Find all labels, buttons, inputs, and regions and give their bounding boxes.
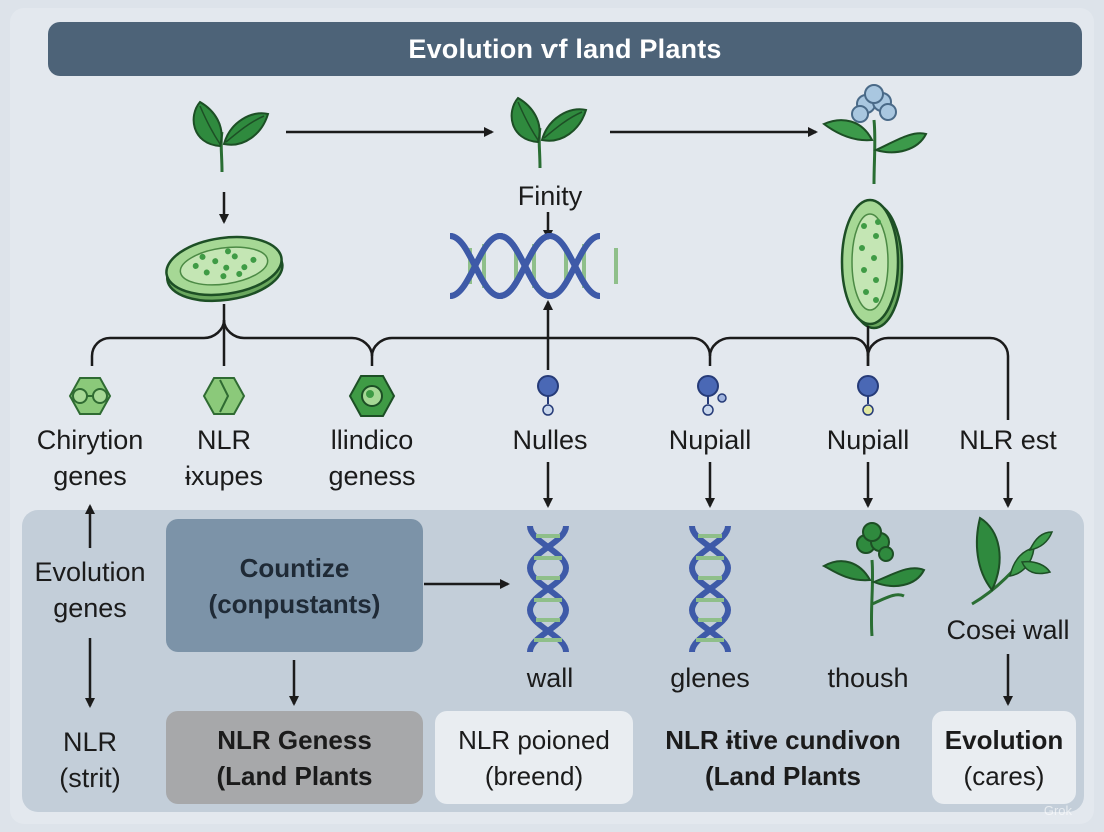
nlr-poioned-line1: NLR poioned: [458, 724, 610, 755]
cell-icon: [840, 198, 904, 330]
row-label-3-line1: llindico: [330, 425, 414, 455]
evolution-cares-line2: (cares): [963, 760, 1045, 791]
row-label-6: Nupiall: [826, 425, 910, 455]
countize-box: Countize (conpustants): [166, 519, 423, 652]
nlr-strit-label: NLR (strit): [59, 724, 120, 796]
evolution-genes-line1: Evolution: [34, 557, 146, 587]
thoush-label: thoush: [827, 663, 909, 693]
row-label-3-line2: geness: [328, 461, 416, 491]
hexagon-icon: [68, 377, 112, 415]
dna-icon: [450, 236, 618, 296]
row-label-1-line2: genes: [53, 461, 127, 491]
row-label-4: Nulles: [512, 425, 588, 455]
countize-line2: (conpustants): [208, 588, 381, 619]
countize-line1: Countize: [239, 552, 350, 583]
nlr-geness-line2: (Land Plants: [216, 760, 373, 791]
row-label-3: llindico geness: [328, 422, 415, 494]
dna-icon: [530, 526, 566, 652]
row-label-2-line2: ɨxupes: [184, 461, 264, 491]
cell-icon: [165, 235, 284, 303]
branch-icon: [971, 516, 1054, 606]
glenes-label: glenes: [670, 663, 750, 693]
nlr-tive-line2: (Land Plants: [704, 760, 861, 791]
nlr-geness-line1: NLR Geness: [217, 724, 372, 755]
seedling-icon: [510, 96, 588, 170]
watermark: Grok: [1043, 803, 1072, 818]
evolution-cares-line1: Evolution: [944, 724, 1064, 755]
hexagon-icon: [202, 377, 246, 415]
dna-icon: [692, 526, 728, 652]
flower-icon: [821, 522, 926, 637]
nlr-strit-line2: (strit): [59, 763, 121, 793]
evolution-genes-line2: genes: [53, 593, 127, 623]
nlr-poioned-line2: (breend): [484, 760, 584, 791]
row-label-5: Nupiall: [668, 425, 752, 455]
wall-label: wall: [526, 663, 574, 693]
finity-label: Finity: [517, 181, 583, 211]
row-label-2: NLR ɨxupes: [185, 422, 263, 494]
node-icon: [697, 375, 727, 416]
cose-wall-label: Coseɨ wall: [946, 615, 1070, 645]
hexagon-icon: [348, 375, 396, 417]
flower-icon: [822, 84, 928, 185]
evolution-genes-label: Evolution genes: [34, 554, 145, 626]
node-icon: [537, 375, 559, 416]
diagram-title: Evolution ѵf land Plants: [48, 22, 1082, 76]
row-label-1: Chirytion genes: [37, 422, 144, 494]
connector-bracket: [90, 304, 1010, 420]
nlr-poioned-box: NLR poioned (breend): [435, 711, 633, 804]
evolution-cares-box: Evolution (cares): [932, 711, 1076, 804]
node-icon: [857, 375, 879, 416]
row-label-1-line1: Chirytion: [36, 425, 144, 455]
row-label-2-line1: NLR: [196, 425, 252, 455]
nlr-tive-line1: NLR ɨtive cundivon: [665, 724, 901, 755]
row-label-7: NLR est: [959, 425, 1057, 455]
nlr-geness-box: NLR Geness (Land Plants: [166, 711, 423, 804]
nlr-strit-line1: NLR: [62, 727, 118, 757]
nlr-tive-box: NLR ɨtive cundivon (Land Plants: [642, 711, 924, 804]
seedling-icon: [192, 100, 270, 174]
